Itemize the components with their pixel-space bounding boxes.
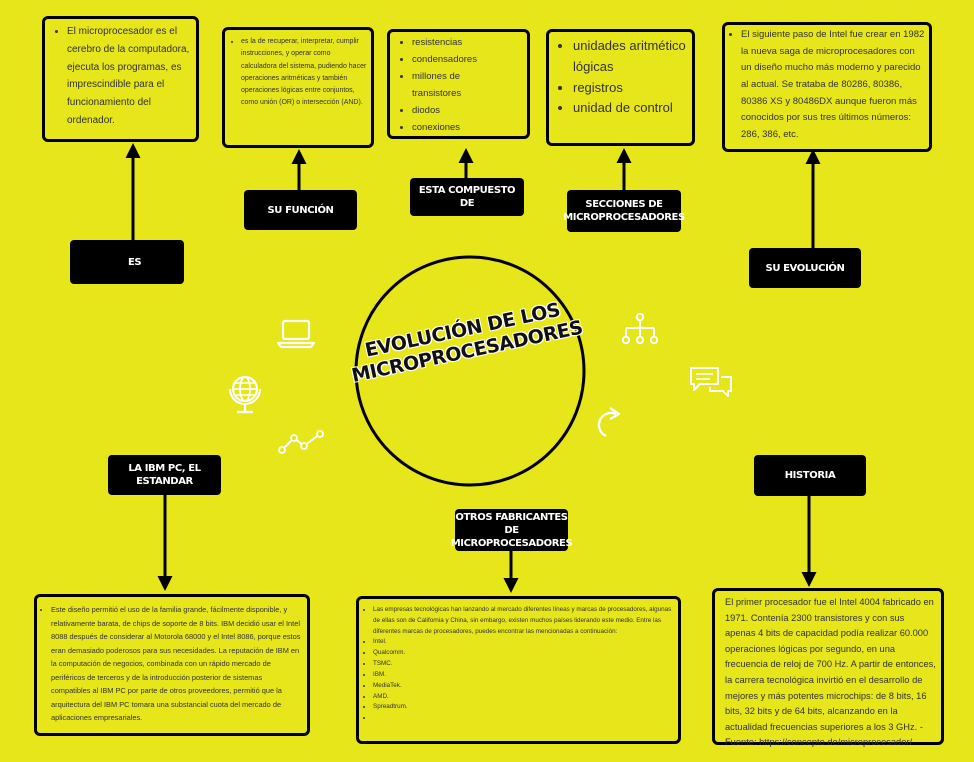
historia-text: El primer procesador fue el Intel 4004 f… [725, 597, 936, 748]
list-item: unidades aritmético lógicas [573, 36, 686, 78]
list-compuesto: resistencias condensadores millones de t… [394, 34, 523, 137]
laptop-icon [276, 319, 316, 349]
box-es: El microprocesador es el cerebro de la c… [42, 16, 199, 142]
list-item: conexiones [412, 119, 523, 136]
list-item: Las empresas tecnológicas han lanzando a… [373, 605, 674, 637]
list-item: registros [573, 78, 686, 99]
label-historia: HISTORIA [754, 455, 866, 496]
list-otros: Las empresas tecnológicas han lanzando a… [363, 605, 674, 723]
box-historia: El primer procesador fue el Intel 4004 f… [712, 588, 944, 748]
list-item: El microprocesador es el cerebro de la c… [67, 23, 190, 130]
box-otros: Las empresas tecnológicas han lanzando a… [356, 596, 681, 744]
list-item: MediaTek. [373, 681, 674, 692]
box-ibm: Este diseño permitió el uso de la famili… [34, 594, 310, 736]
globe-icon [228, 375, 262, 414]
box-secciones: unidades aritmético lógicas registros un… [546, 29, 695, 146]
list-item: El siguiente paso de Intel fue crear en … [741, 27, 925, 143]
list-item: resistencias [412, 34, 523, 51]
list-item: TSMC. [373, 659, 674, 670]
org-chart-icon [621, 312, 659, 345]
list-item [373, 713, 674, 723]
label-su-funcion: SU FUNCIÓN [244, 190, 357, 230]
list-item: Este diseño permitió el uso de la famili… [51, 603, 303, 725]
label-otros-fabricantes: OTROS FABRICANTES DE MICROPROCESADORES [451, 509, 573, 551]
list-item: diodos [412, 102, 523, 119]
list-item: AMD. [373, 692, 674, 703]
list-ibm: Este diseño permitió el uso de la famili… [41, 603, 303, 725]
refresh-arrow-icon [597, 407, 621, 438]
label-ibm-pc: LA IBM PC, EL ESTANDAR [108, 455, 221, 495]
list-item: condensadores [412, 51, 523, 68]
list-evolucion: El siguiente paso de Intel fue crear en … [729, 27, 925, 143]
list-funcion: es la de recuperar, interpretar, cumplir… [227, 36, 367, 110]
line-graph-icon [278, 430, 324, 454]
center-circle [354, 255, 586, 487]
list-item: es la de recuperar, interpretar, cumplir… [241, 36, 367, 110]
box-funcion: es la de recuperar, interpretar, cumplir… [222, 27, 374, 148]
label-es: ES [70, 240, 184, 284]
list-item: Intel. [373, 637, 674, 648]
label-esta-compuesto: ESTA COMPUESTO DE [410, 178, 524, 216]
chat-bubbles-icon [690, 367, 732, 397]
list-item: Qualcomm. [373, 648, 674, 659]
list-item: IBM. [373, 670, 674, 681]
list-item: unidad de control [573, 98, 686, 119]
list-item: millones de transistores [412, 68, 523, 102]
box-evolucion: El siguiente paso de Intel fue crear en … [722, 22, 932, 152]
box-compuesto: resistencias condensadores millones de t… [387, 29, 530, 139]
label-su-evolucion: SU EVOLUCIÓN [749, 248, 861, 288]
label-secciones: SECCIONES DE MICROPROCESADORES [563, 190, 685, 232]
list-es: El microprocesador es el cerebro de la c… [49, 23, 190, 130]
list-item: Spreadtrum. [373, 702, 674, 713]
list-secciones: unidades aritmético lógicas registros un… [555, 36, 686, 119]
